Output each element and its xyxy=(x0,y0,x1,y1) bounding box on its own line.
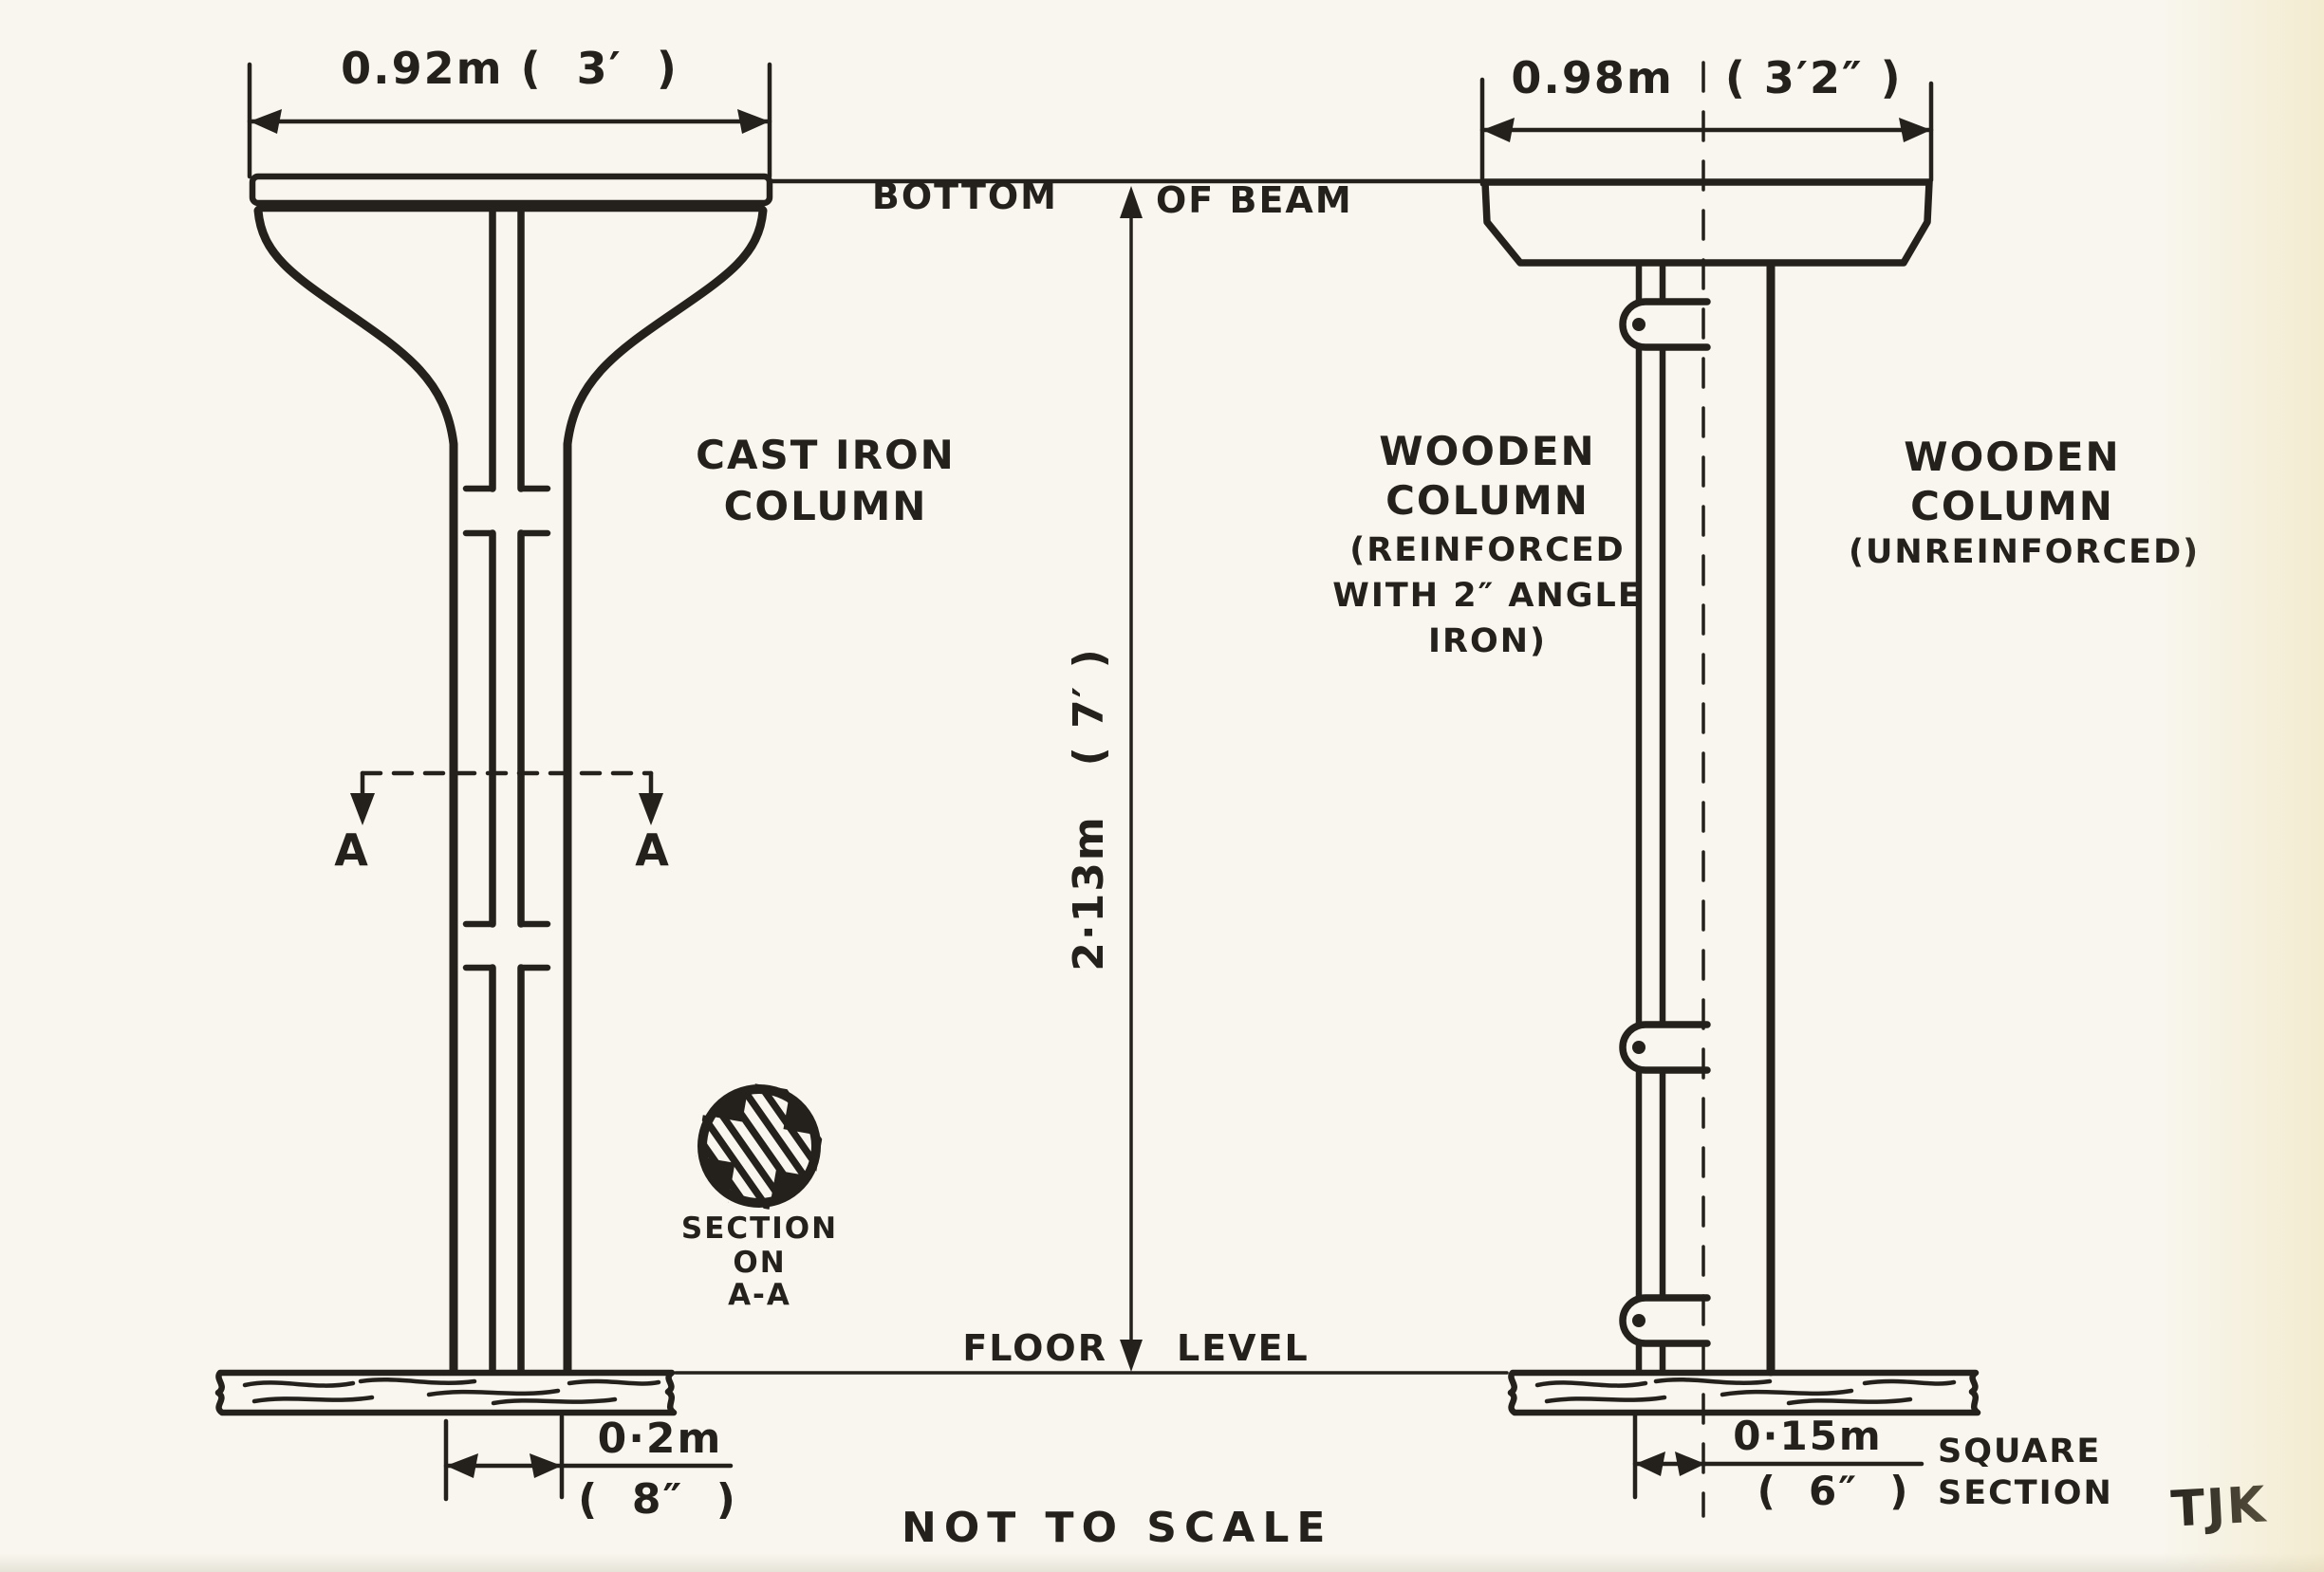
height-dimension-label: 2·13m ( 7′ ) xyxy=(1065,647,1113,971)
arrowhead-left xyxy=(446,1453,478,1478)
web-joint-upper xyxy=(462,485,551,537)
section-label-line1: SECTION xyxy=(680,1211,839,1246)
signature: TJK xyxy=(2169,1476,2269,1539)
arrowhead-left xyxy=(250,109,282,134)
arrowhead-down-right xyxy=(639,793,663,825)
arrowhead-down-left xyxy=(350,793,375,825)
dimension-top-right-width xyxy=(1479,77,1934,187)
reinforced-label-line3: (REINFORCED xyxy=(1349,531,1626,569)
section-marker-a-right: A xyxy=(635,824,671,876)
bottom-of-beam-label-left: BOTTOM xyxy=(871,176,1058,217)
arrowhead-right xyxy=(1675,1452,1705,1476)
arrowhead-down xyxy=(1120,1340,1143,1372)
dimension-base-left xyxy=(443,1414,734,1502)
base-dimension-left-imperial: ( 8″ ) xyxy=(578,1475,737,1524)
section-marker-a-left: A xyxy=(334,824,370,876)
section-label-line2: ON xyxy=(733,1246,787,1280)
floor-level-label-left: FLOOR xyxy=(962,1327,1107,1369)
bolt-hole xyxy=(1632,1314,1645,1327)
base-dimension-right-metric: 0·15m xyxy=(1733,1413,1883,1459)
reinforced-label-line4: WITH 2″ ANGLE xyxy=(1332,577,1643,615)
angle-iron-lug-middle xyxy=(1619,1021,1711,1074)
base-dimension-left-metric: 0·2m xyxy=(597,1415,723,1463)
height-dimension-line xyxy=(1120,186,1143,1372)
bolt-hole xyxy=(1632,1041,1645,1054)
floor-level-label-right: LEVEL xyxy=(1177,1327,1310,1369)
web-joint-lower xyxy=(462,920,551,971)
dimension-base-right xyxy=(1632,1413,1924,1500)
reinforced-label-line1: WOODEN xyxy=(1379,428,1596,474)
cast-iron-label-line2: COLUMN xyxy=(723,483,928,529)
dimension-label-top-left: 0.92m ( 3′ ) xyxy=(341,43,679,94)
bolt-hole xyxy=(1632,318,1645,331)
arrowhead-up xyxy=(1120,186,1143,218)
dimension-top-left-width xyxy=(247,62,772,179)
unreinforced-label-line2: COLUMN xyxy=(1910,483,2114,529)
base-dimension-right-imperial: ( 6″ ) xyxy=(1757,1468,1910,1514)
floor-slab-left xyxy=(214,1369,678,1416)
angle-iron-lug-bottom xyxy=(1619,1294,1711,1347)
section-cut-line xyxy=(350,770,663,825)
wooden-column-drawing xyxy=(1619,260,1776,1377)
bottom-of-beam-label-right: OF BEAM xyxy=(1156,179,1353,221)
arrowhead-left xyxy=(1635,1452,1665,1476)
arrowhead-right xyxy=(737,109,770,134)
timber-beam-drawing xyxy=(1481,178,1933,267)
arrowhead-right xyxy=(530,1453,562,1478)
reinforced-label-line5: IRON) xyxy=(1427,622,1547,660)
unreinforced-label-line3: (UNREINFORCED) xyxy=(1849,533,2201,571)
not-to-scale-note: NOT TO SCALE xyxy=(902,1504,1333,1552)
angle-iron-lug-top xyxy=(1619,298,1711,351)
arrowhead-left xyxy=(1482,118,1515,142)
floor-slab-right xyxy=(1507,1369,1981,1416)
arrowhead-right xyxy=(1899,118,1931,142)
section-aa-symbol xyxy=(696,1082,823,1210)
unreinforced-label-line1: WOODEN xyxy=(1904,434,2121,480)
cast-iron-label-line1: CAST IRON xyxy=(696,432,956,478)
square-section-note-line1: SQUARE xyxy=(1938,1433,2102,1470)
dimension-label-top-right: 0.98m ( 3′2″ ) xyxy=(1511,52,1903,103)
section-label-line3: A-A xyxy=(728,1278,791,1312)
cast-iron-column-drawing xyxy=(249,173,773,1377)
reinforced-label-line2: COLUMN xyxy=(1385,477,1590,524)
square-section-note-line2: SECTION xyxy=(1938,1474,2113,1512)
